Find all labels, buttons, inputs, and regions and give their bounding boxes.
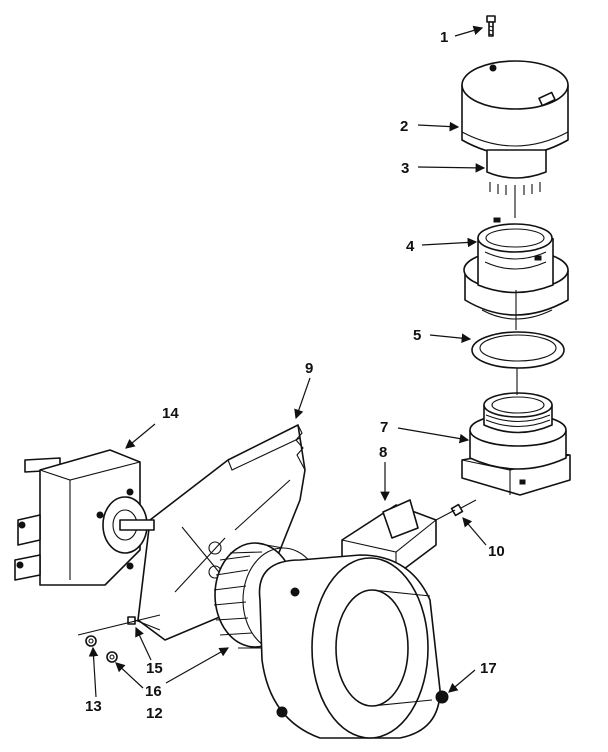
callout-labels: 1 2 3 4 5 7 8 9 10 12 13 14 15 16 17 xyxy=(85,29,505,722)
part-7-base xyxy=(461,392,571,496)
callout-7: 7 xyxy=(380,419,388,436)
callout-16: 16 xyxy=(145,683,162,700)
callout-14: 14 xyxy=(162,405,179,422)
callout-3: 3 xyxy=(401,160,409,177)
callout-5: 5 xyxy=(413,327,421,344)
part-12-nut xyxy=(106,651,118,663)
callout-13: 13 xyxy=(85,698,102,715)
leader-lines xyxy=(88,25,487,698)
blower-housing xyxy=(258,554,441,739)
part-10-screw xyxy=(450,499,477,517)
callout-8: 8 xyxy=(379,444,387,461)
callout-15: 15 xyxy=(146,660,163,677)
callout-9: 9 xyxy=(305,360,313,377)
part-14-motor xyxy=(14,449,155,586)
part-5-gasket xyxy=(471,331,565,369)
part-17-nut xyxy=(435,690,449,704)
part-2-cap xyxy=(461,60,569,156)
part-3-terminal-block xyxy=(486,149,547,196)
callout-2: 2 xyxy=(400,118,408,135)
part-1-screw xyxy=(486,15,496,37)
callout-10: 10 xyxy=(488,543,505,560)
part-13-washer xyxy=(85,635,97,647)
callout-17: 17 xyxy=(480,660,497,677)
callout-4: 4 xyxy=(406,238,415,255)
part-15-screw xyxy=(127,616,161,631)
callout-12: 12 xyxy=(146,705,163,722)
callout-1: 1 xyxy=(440,29,448,46)
assembly-lines xyxy=(77,196,518,636)
